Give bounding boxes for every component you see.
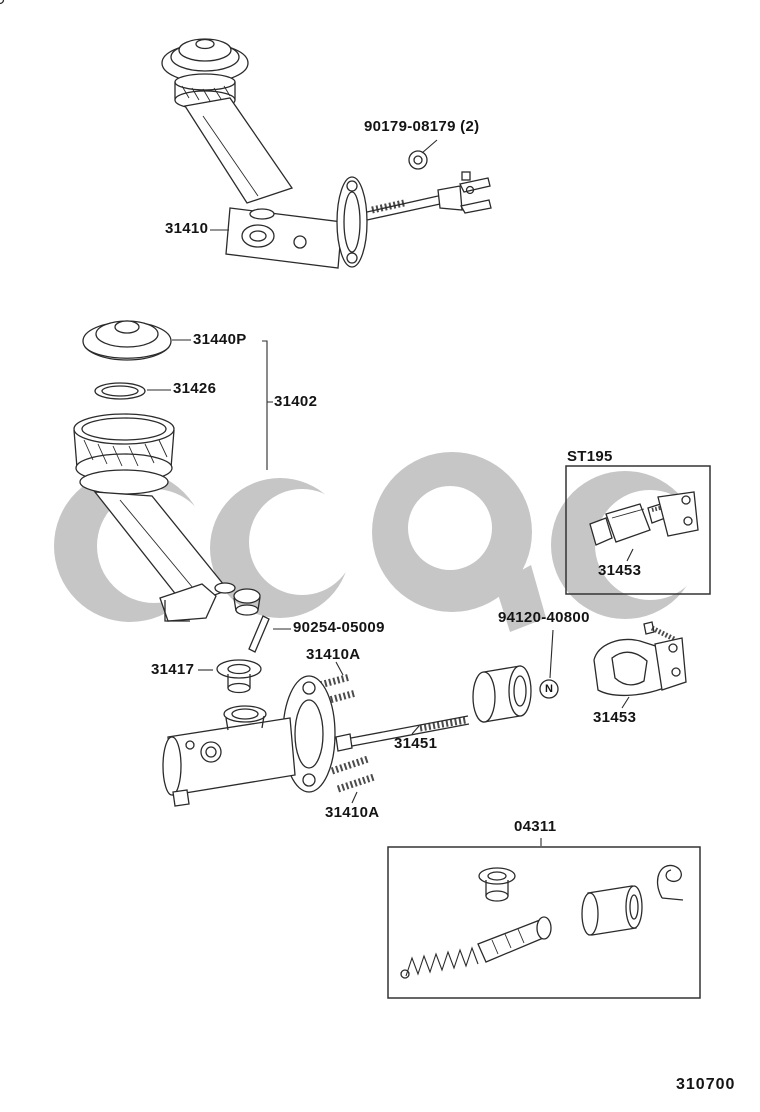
leader-lines <box>147 139 634 846</box>
drawing-st195-switch <box>565 465 711 595</box>
callout-nut-90179: 90179-08179 (2) <box>364 118 480 135</box>
callout-nut-94120: 94120-40800 <box>498 609 590 626</box>
drawing-lower-master-cylinder <box>162 615 687 807</box>
callout-master-cylinder-31410: 31410 <box>165 220 209 237</box>
callout-stud-upper-31410a: 31410A <box>306 646 361 663</box>
callout-gasket-31426: 31426 <box>173 380 217 397</box>
drawing-exploded-reservoir <box>73 320 261 622</box>
callout-switch-31453: 31453 <box>598 562 642 579</box>
callout-stud-lower-31410a: 31410A <box>325 804 380 821</box>
callout-pin-90254: 90254-05009 <box>293 619 385 636</box>
callout-clamp-31453: 31453 <box>593 709 637 726</box>
callout-cap-31440p: 31440P <box>193 331 247 348</box>
callout-repair-kit-04311: 04311 <box>514 818 557 835</box>
callout-st195-tag: ST195 <box>567 448 613 465</box>
callout-push-rod-31451: 31451 <box>394 735 438 752</box>
drawing-repair-kit <box>387 846 701 999</box>
callout-reservoir-31402: 31402 <box>274 393 318 410</box>
callout-grommet-31417: 31417 <box>151 661 195 678</box>
drawing-master-cylinder-assembly <box>0 0 492 269</box>
circled-n-marker: N <box>545 683 553 695</box>
page-number: 310700 <box>676 1076 736 1093</box>
